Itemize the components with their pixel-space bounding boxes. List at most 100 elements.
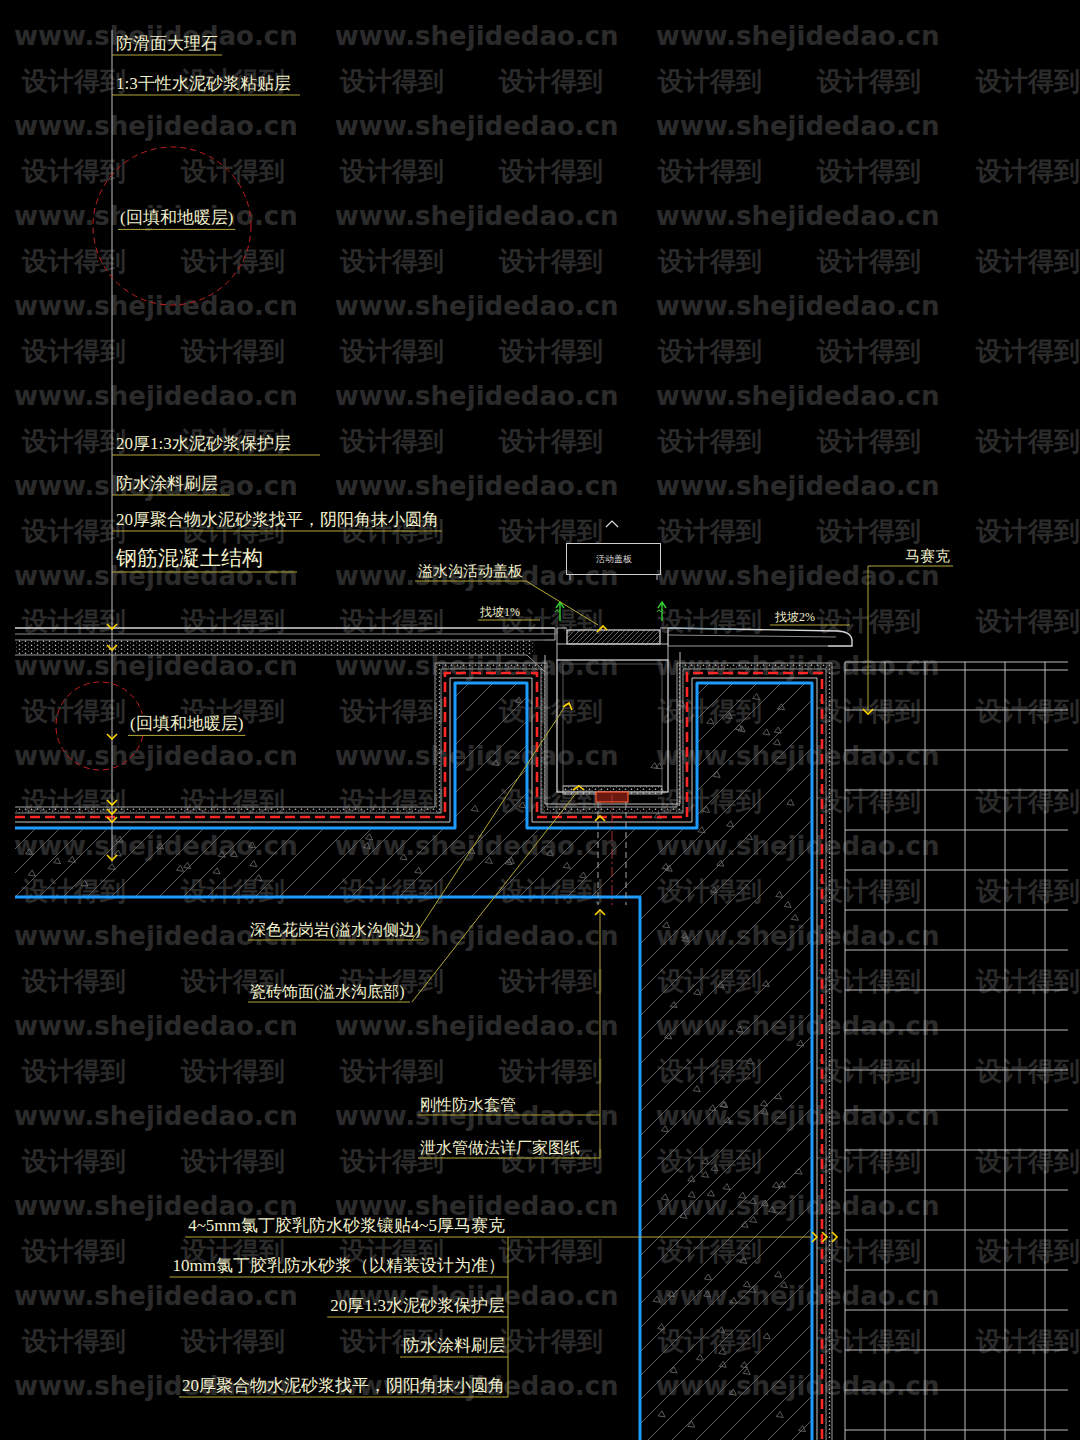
leader-line [412,792,577,1002]
label-underline [770,625,850,626]
watermark: 设计得到 设计得到 设计得到 设计得到 设计得到 设计得到 设计得到 [22,247,1080,276]
tile-joint [845,1190,1068,1191]
aggregate-mark [255,875,262,881]
leader-line [868,566,869,712]
protective-layer [15,663,832,1440]
aggregate-mark [668,1291,675,1297]
aggregate-mark [688,1421,695,1427]
label-underline [112,455,320,456]
aggregate-mark [665,1033,672,1039]
tile-joint [845,1230,1068,1231]
tile-joint [845,830,1068,831]
waterproof-coating [15,673,822,1440]
aggregate-mark [741,1221,748,1227]
layer-markers [107,624,873,1242]
aggregate-mark [230,851,237,857]
aggregate-mark [218,851,225,857]
aggregate-mark [721,1101,728,1107]
aggregate-mark [784,901,791,907]
label-underline [248,940,424,941]
label-underline [248,1002,410,1003]
aggregate-mark [791,914,798,920]
aggregate-mark [799,1426,806,1432]
aggregate-mark [736,1026,743,1032]
aggregate-mark [68,856,75,862]
callout-label: 瓷砖饰面(溢水沟底部) [250,982,405,1001]
node-text: (回填和地暖层) [120,208,233,228]
watermark: 设计得到 设计得到 设计得到 设计得到 设计得到 设计得到 设计得到 [22,337,1080,366]
tile-joint [845,1270,1068,1271]
tile-joint [845,670,1068,671]
plate-icon-feet [570,575,657,580]
watermark: 设计得到 设计得到 设计得到 设计得到 设计得到 设计得到 设计得到 [22,157,1080,186]
aggregate-mark [81,880,88,886]
layer-marker [107,817,117,822]
callout-label: 20厚聚合物水泥砂浆找平，阴阳角抹小圆角 [116,510,439,530]
callout-label: 钢筋混凝土结构 [116,546,263,571]
aggregate-mark [662,863,669,869]
layer-marker [812,1232,817,1242]
aggregate-mark [778,1181,785,1187]
leader-tick [597,626,607,632]
aggregate-mark [730,1297,737,1303]
aggregate-mark [415,867,422,873]
callout-label: 防水涂料刷层 [403,1336,505,1356]
marble-edge [545,628,555,640]
aggregate-mark [719,1361,726,1367]
detail-circle: (回填和地暖层) [92,146,252,306]
tile-joint [845,1110,1068,1111]
aggregate-mark [661,1126,668,1132]
flow-mark [555,610,661,612]
aggregate-mark [696,1354,703,1360]
pipe-centerline [612,795,613,905]
layer-marker [863,709,873,714]
marble-surface [15,627,555,628]
aggregate-mark [694,989,701,995]
tile-joint [845,1390,1068,1391]
watermark: www.shejidedao.cn www.shejidedao.cn www.… [14,382,939,411]
aggregate-mark [717,860,724,866]
aggregate-mark [746,1058,753,1064]
aggregate-mark [698,827,705,833]
aggregate-mark [492,760,499,766]
aggregate-mark [735,724,742,730]
label-underline [478,620,540,621]
bed-line [15,640,545,641]
tile-joint [845,1070,1068,1071]
layer-marker [107,855,117,860]
layer-marker [595,816,605,821]
aggregate-mark [760,1100,767,1106]
label-underline [185,1237,812,1238]
plate-seat [557,628,668,660]
callout-label: 深色花岗岩(溢水沟侧边) [250,920,421,939]
aggregate-mark [519,802,526,808]
aggregate-mark [54,858,61,864]
aggregate-mark [750,1217,757,1223]
tile-joint [845,662,1068,663]
callout-label: 找坡2% [775,610,815,624]
aggregate-mark [108,864,115,870]
callout-label: 20厚聚合物水泥砂浆找平，阴阳角抹小圆角 [182,1376,505,1396]
marble-line [15,634,555,635]
tile-joint [845,1430,1068,1431]
tile-joint [965,662,966,1440]
deck-surface [668,628,852,646]
aggregate-mark [773,739,780,745]
tile-joint [845,1350,1068,1351]
aggregate-mark [749,1198,756,1204]
aggregate-mark [743,1281,750,1287]
label-underline [170,1277,508,1278]
structure-outline [15,897,640,1440]
leader-tick [563,703,572,710]
aggregate-mark [114,850,121,856]
aggregate-mark [729,1389,736,1395]
aggregate-mark [795,1168,802,1174]
tile-joint [1005,662,1006,1440]
label-underline [118,229,235,230]
aggregate-mark [725,713,732,719]
aggregate-mark [774,727,781,733]
aggregate-mark [739,1192,746,1198]
aggregate-mark [772,1182,779,1188]
aggregate-mark [774,1093,781,1099]
